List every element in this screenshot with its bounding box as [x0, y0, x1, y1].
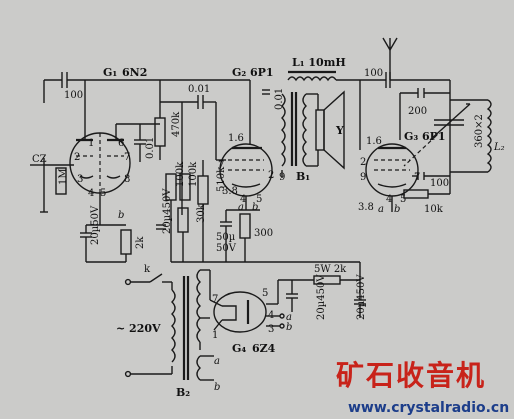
g2-pin: 3.8: [222, 186, 238, 197]
c-001-label: 0.01: [145, 137, 156, 159]
c-200-label: 200: [408, 106, 427, 117]
watermark-brand: 矿石收音机: [336, 359, 486, 392]
r-1m-label: 1M: [58, 168, 69, 185]
g1-pin: 8: [124, 174, 130, 185]
rf-stage: L₁ 10mH 100 200: [287, 37, 450, 150]
g3-pin: 3.8: [358, 202, 374, 213]
g2-pin: 1.6: [228, 133, 244, 144]
g1-pin: 3: [77, 174, 83, 185]
terminal-a: a: [238, 202, 244, 213]
g2-pin: 5: [256, 194, 262, 205]
g3-pin: 1.6: [366, 136, 382, 147]
g1-pin: 6: [118, 138, 124, 149]
r-100k-2-label: 100k: [188, 161, 199, 187]
c-001-2-label: 0.01: [188, 84, 210, 95]
input-stage: 100: [43, 72, 250, 103]
g1-pin: 4: [88, 188, 94, 199]
tube-g1: G₁ 6N2 2 1 6 7 3 4 5 8: [69, 66, 160, 199]
g3-pin: 9: [360, 172, 366, 183]
g4-pin: 7: [212, 294, 218, 305]
terminal-b: b: [118, 210, 124, 221]
c-001-3-label: 0.01: [274, 88, 285, 110]
g3-pin: 4: [386, 194, 392, 205]
g2-type: 6P1: [250, 66, 274, 79]
power-supply: k ~ 220V B₂ a b: [116, 261, 360, 399]
g4-pin: 1: [212, 330, 218, 341]
r-2k-label: 2k: [135, 236, 146, 249]
tube-g4: 7 5 1 4 3 G₄ 6Z4 a b: [209, 288, 292, 355]
c-20u50v-label: 20µ50V: [90, 205, 101, 245]
c-20u450v-label: 20µ450V: [162, 188, 173, 234]
g3-pin: 5: [400, 194, 406, 205]
r-470k-label: 470k: [171, 111, 182, 137]
g1-pin: 5: [100, 188, 106, 199]
g4-pin: 3: [268, 324, 274, 335]
terminal-b: b: [286, 322, 292, 333]
g1-pin: 1: [88, 138, 94, 149]
c-100-top-label: 100: [364, 68, 383, 79]
g1-type: 6N2: [122, 66, 147, 79]
watermark: 矿石收音机 www.crystalradio.cn: [336, 359, 509, 416]
terminal-b: b: [394, 204, 400, 215]
switch-k-label: k: [144, 264, 151, 275]
c-in-label: 100: [64, 90, 83, 101]
mains-label: ~ 220V: [116, 322, 161, 335]
terminal-a: a: [214, 356, 220, 367]
g2-pin: 4: [240, 194, 246, 205]
b2-label: B₂: [176, 386, 190, 399]
r-300-label: 300: [254, 228, 273, 239]
g4-label: G₄: [232, 342, 246, 355]
g3-pin: 7: [414, 172, 420, 183]
terminal-a: a: [378, 204, 384, 215]
g1-pin: 2: [74, 152, 80, 163]
tuning-section: 360×2 L₂: [403, 80, 505, 194]
watermark-url: www.crystalradio.cn: [348, 400, 509, 416]
g1-label: G₁: [103, 66, 117, 79]
cz-label: CZ: [32, 154, 47, 165]
g3-label: G₃: [404, 130, 418, 143]
l2-label: L₂: [493, 142, 505, 153]
b1-label: B₁: [296, 170, 310, 183]
tube-g2: G₂ 6P1 1.6 7 2 3.8 4 5 9 50µ 50V 300 a b: [216, 66, 285, 262]
g2-label: G₂: [232, 66, 246, 79]
r-30k-label: 30k: [196, 203, 207, 223]
c-20u450v-2-label: 20µ450V: [316, 274, 327, 320]
g1-cathode: 20µ50V 2k b: [80, 193, 146, 263]
terminal-b: b: [252, 202, 258, 213]
g2-pin: 7: [218, 160, 224, 171]
g1-coupling: 0.01 470k 0.01: [134, 80, 226, 215]
r-10k-label: 10k: [424, 204, 444, 215]
g3-pin: 2: [360, 157, 366, 168]
r-5w2k-label: 5W 2k: [314, 264, 347, 275]
g1-pin: 7: [124, 152, 130, 163]
terminal-a: a: [286, 312, 292, 323]
g4-type: 6Z4: [252, 342, 276, 355]
c-360x2-label: 360×2: [474, 114, 485, 148]
output-transformer: 0.01 B₁ Y: [262, 88, 345, 183]
c-100-right-label: 100: [430, 178, 449, 189]
input-jack: CZ 1M: [30, 154, 74, 213]
tube-g3: G₃ 6P1 1.6 2 9 3.8 4 5 7 10k 100 a b: [358, 130, 450, 215]
speaker-y-label: Y: [335, 124, 344, 137]
filter-network: 5W 2k 20µ450V 20µ450V: [277, 262, 367, 320]
terminal-b: b: [214, 382, 220, 393]
l1-label: L₁ 10mH: [292, 56, 346, 69]
g2-pin: 2: [268, 170, 274, 181]
c-20u450v-3-label: 20µ450V: [356, 274, 367, 320]
g4-pin: 5: [262, 288, 268, 299]
